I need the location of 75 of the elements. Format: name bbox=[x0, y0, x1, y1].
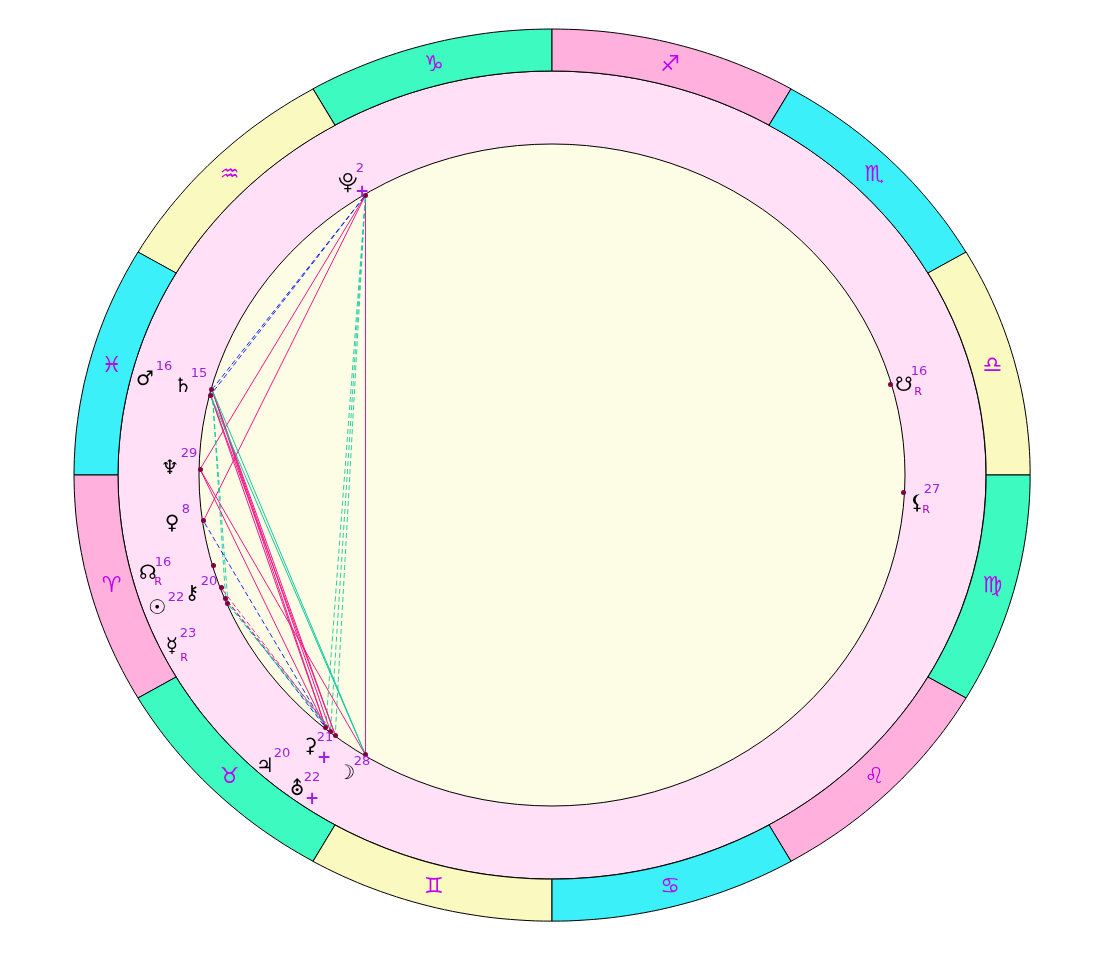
planet-dot bbox=[332, 732, 338, 738]
plus-mark: + bbox=[316, 748, 332, 766]
planet-dot bbox=[225, 601, 231, 607]
planet-symbol: ♀ bbox=[164, 512, 180, 532]
zodiac-segment bbox=[769, 88, 966, 273]
zodiac-segment bbox=[552, 29, 791, 126]
zodiac-sign: ♓ bbox=[101, 354, 122, 376]
degree-label: 16 bbox=[154, 554, 172, 568]
zodiac-sign: ♍ bbox=[982, 574, 1003, 596]
planet-symbol: ♄ bbox=[174, 375, 192, 395]
zodiac-segment bbox=[138, 88, 335, 273]
planet-dot bbox=[362, 192, 368, 198]
planet-symbol: ⯓ bbox=[338, 172, 358, 192]
planet-dot bbox=[327, 728, 333, 734]
zodiac-sign: ♑ bbox=[424, 53, 444, 76]
degree-label: 2 bbox=[355, 160, 365, 174]
planet-dot bbox=[207, 392, 213, 398]
retrograde-mark: R bbox=[180, 651, 188, 663]
planet-symbol: ☋ bbox=[895, 374, 913, 394]
planet-symbol: ♂ bbox=[136, 368, 154, 388]
zodiac-segment bbox=[927, 252, 1030, 475]
planet-dot bbox=[200, 518, 206, 524]
retrograde-mark: R bbox=[922, 503, 930, 515]
zodiac-sign: ♐ bbox=[660, 53, 680, 76]
degree-label: 28 bbox=[353, 753, 371, 767]
plus-mark: + bbox=[304, 789, 320, 807]
planet-symbol: ♆ bbox=[161, 457, 179, 477]
degree-label: 29 bbox=[180, 445, 198, 459]
planet-symbol: ♃ bbox=[256, 755, 274, 775]
planet-symbol: ⚳ bbox=[302, 735, 318, 755]
aspect-line bbox=[200, 471, 326, 726]
degree-label: 8 bbox=[181, 501, 191, 515]
zodiac-segment bbox=[313, 824, 552, 921]
planet-symbol: ⚷ bbox=[184, 582, 200, 602]
zodiac-sign: ♉ bbox=[219, 764, 240, 787]
planet-dot bbox=[887, 381, 893, 387]
zodiac-sign: ♌ bbox=[864, 764, 885, 787]
planet-dot bbox=[323, 725, 329, 731]
aspect-line bbox=[204, 522, 325, 727]
planet-symbol: ☿ bbox=[165, 635, 179, 655]
degree-label: 16 bbox=[910, 363, 928, 377]
degree-label: 27 bbox=[923, 481, 941, 495]
planet-dot bbox=[223, 596, 229, 602]
planet-dot bbox=[901, 489, 906, 495]
planet-symbol: ☉ bbox=[148, 597, 166, 617]
zodiac-sign: ♒ bbox=[219, 163, 240, 186]
planet-dot bbox=[362, 752, 368, 758]
degree-label: 21 bbox=[316, 729, 334, 743]
planet-symbol: ☽ bbox=[337, 762, 355, 782]
planet-dot bbox=[211, 563, 217, 569]
planet-symbol: ⛢ bbox=[289, 778, 305, 798]
degree-label: 15 bbox=[190, 365, 208, 379]
degree-label: 22 bbox=[303, 769, 321, 783]
planet-dot bbox=[197, 466, 203, 472]
zodiac-sign: ♏ bbox=[864, 163, 885, 186]
zodiac-segment bbox=[769, 677, 966, 862]
zodiac-sign: ♊ bbox=[424, 874, 444, 897]
degree-label: 23 bbox=[179, 625, 197, 639]
zodiac-sign: ♈ bbox=[101, 574, 122, 596]
degree-label: 16 bbox=[155, 358, 173, 372]
planet-dot bbox=[218, 585, 224, 591]
zodiac-segment bbox=[74, 252, 177, 475]
zodiac-segment bbox=[552, 824, 791, 921]
zodiac-sign: ♎ bbox=[982, 354, 1003, 376]
zodiac-segment bbox=[313, 29, 552, 126]
aspect-line bbox=[200, 470, 365, 754]
degree-label: 20 bbox=[273, 745, 291, 759]
degree-label: 20 bbox=[200, 573, 218, 587]
planet-dot bbox=[209, 387, 215, 393]
zodiac-sign: ♋ bbox=[660, 874, 680, 897]
retrograde-mark: R bbox=[914, 385, 922, 397]
degree-label: 22 bbox=[167, 589, 185, 603]
aspect-line bbox=[204, 196, 365, 520]
aspect-line bbox=[200, 196, 365, 468]
zodiac-segment bbox=[138, 677, 335, 862]
